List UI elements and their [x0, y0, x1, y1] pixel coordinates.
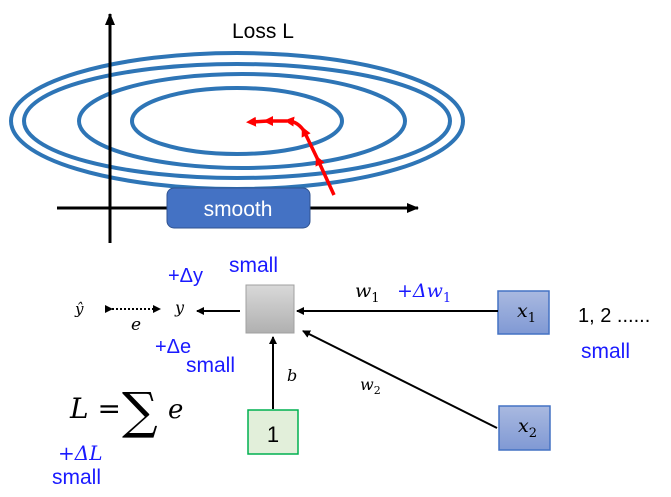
delta-y-label: +Δy — [168, 265, 203, 287]
w1-label: w1 — [355, 280, 380, 306]
loss-contour-plot: Loss L smooth — [9, 13, 465, 243]
e-label: e — [131, 315, 141, 335]
loss-formula-e: e — [168, 395, 183, 425]
x1-label: x1 — [517, 300, 536, 326]
bias-input-value: 1 — [267, 422, 279, 447]
w2-label: w2 — [360, 375, 381, 397]
bias-input-node — [247, 409, 299, 455]
y-label: y — [174, 298, 185, 317]
b-label: b — [287, 366, 297, 385]
input-node-x2 — [498, 405, 551, 451]
sequence-label: 1, 2 ...... — [578, 305, 650, 327]
y-hat-label: ŷ — [74, 300, 84, 318]
smooth-label-box: smooth — [166, 187, 311, 229]
contour-2 — [77, 72, 407, 170]
delta-e-label: +Δe — [155, 336, 191, 358]
neuron-network: 1 x1 x2 ŷ y e b w1 +Δw1 w2 +Δy small +Δe… — [52, 254, 650, 489]
sum-symbol: ∑ — [122, 382, 158, 440]
delta-w1-label: +Δw1 — [397, 280, 451, 306]
contour-1 — [130, 86, 344, 156]
gradient-descent-path — [246, 116, 336, 196]
x2-label: x2 — [518, 415, 537, 441]
small-L-label: small — [52, 466, 101, 489]
small-x-label: small — [581, 340, 630, 363]
input-node-x1 — [497, 290, 550, 335]
contour-ellipses — [9, 51, 465, 191]
loss-formula-lhs: L = — [69, 392, 121, 425]
neuron-node — [245, 284, 295, 334]
delta-L-label: +ΔL — [58, 441, 102, 465]
small-neuron-label: small — [229, 254, 278, 277]
loss-title: Loss L — [232, 20, 294, 43]
loss-formula: L = ∑ e — [69, 382, 183, 440]
contour-3 — [22, 62, 452, 180]
small-e-label: small — [186, 354, 235, 377]
smooth-label: smooth — [204, 198, 273, 221]
edge-x2 — [302, 330, 498, 429]
